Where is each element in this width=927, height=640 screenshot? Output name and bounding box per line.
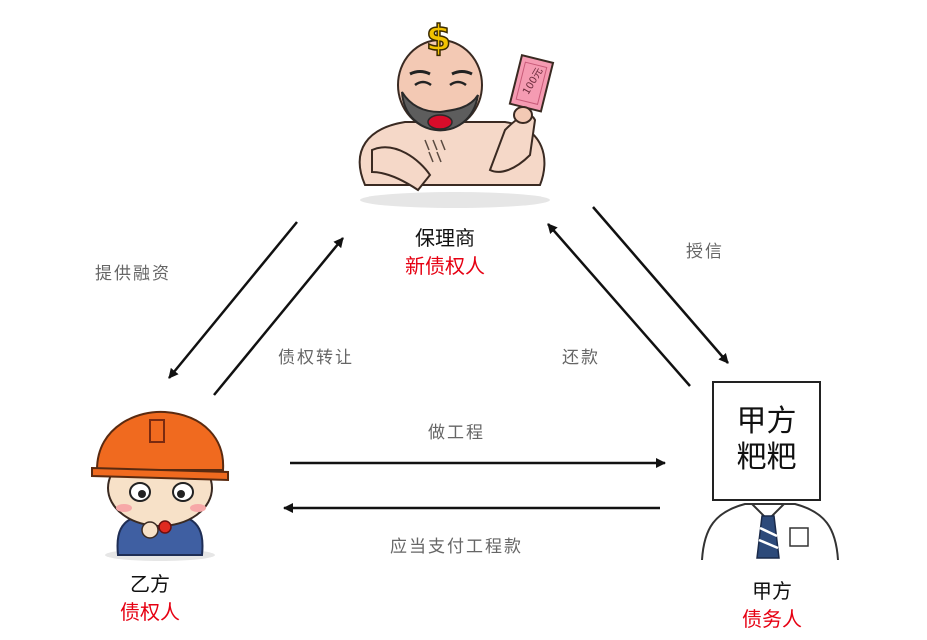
contractor-illustration: [91, 410, 229, 561]
edge-label-do-construction: 做工程: [428, 423, 485, 443]
edge-label-credit-grant: 授信: [686, 242, 724, 262]
arrows: [168, 206, 729, 513]
svg-text:$: $: [426, 18, 451, 59]
edge-label-payment-due: 应当支付工程款: [390, 537, 523, 557]
client-box-line2: 粑粑: [736, 440, 797, 475]
contractor-role: 债权人: [120, 600, 180, 624]
edge-label-provide-financing: 提供融资: [95, 264, 171, 284]
arrow-client-to-factor: [547, 223, 691, 387]
client-name: 甲方: [752, 579, 792, 603]
factor-role: 新债权人: [405, 254, 485, 278]
edge-label-transfer-receivables: 债权转让: [278, 348, 354, 368]
factor-illustration: $: [358, 17, 555, 208]
client-box-label: 甲方 粑粑: [713, 404, 820, 476]
contractor-name: 乙方: [130, 572, 170, 596]
client-illustration: [701, 381, 839, 561]
arrow-contractor-to-factor: [213, 237, 344, 396]
arrow-factor-to-contractor: [168, 221, 298, 379]
edge-label-repayment: 还款: [562, 348, 600, 368]
client-role: 债务人: [742, 607, 802, 631]
arrow-factor-to-client: [592, 206, 729, 364]
client-box-line1: 甲方: [736, 404, 797, 439]
factor-name: 保理商: [415, 226, 475, 250]
